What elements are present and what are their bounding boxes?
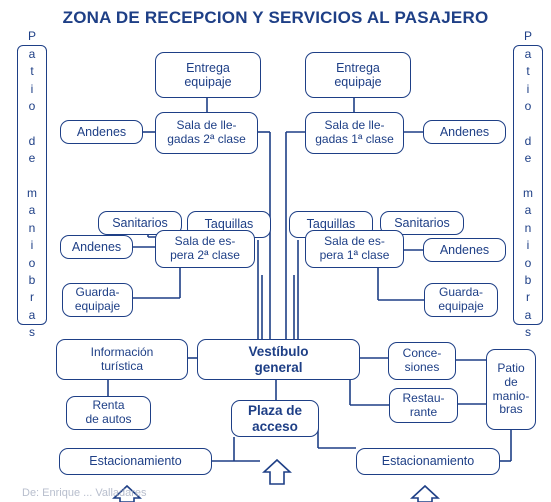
node-restaurante: Restau- rante [389, 388, 458, 423]
node-andenes-izq-2: Andenes [60, 235, 133, 259]
node-guarda-equipaje-izq: Guarda- equipaje [62, 283, 133, 317]
node-andenes-der-1: Andenes [423, 120, 506, 144]
side-label-left: P a t i o d e m a n i o b r a s [17, 29, 47, 339]
node-sanitarios-der: Sanitarios [380, 211, 464, 235]
node-renta-de-autos: Renta de autos [66, 396, 151, 430]
node-entrega-equipaje-der: Entrega equipaje [305, 52, 411, 98]
node-guarda-equipaje-der: Guarda- equipaje [424, 283, 498, 317]
node-sala-llegadas-2: Sala de lle- gadas 2ª clase [155, 112, 258, 154]
node-estacionamiento-izq: Estacionamiento [59, 448, 212, 475]
diagram-title: ZONA DE RECEPCION Y SERVICIOS AL PASAJER… [62, 8, 489, 27]
node-andenes-izq-1: Andenes [60, 120, 143, 144]
node-plaza-de-acceso: Plaza de acceso [231, 400, 319, 437]
node-sala-espera-1: Sala de es- pera 1ª clase [305, 230, 404, 268]
node-informacion-turistica: Información turística [56, 339, 188, 380]
side-label-right: P a t i o d e m a n i o b r a s [513, 29, 543, 339]
node-vestibulo-general: Vestíbulo general [197, 339, 360, 380]
entrance-arrow-icon [262, 458, 292, 486]
node-andenes-der-2: Andenes [423, 238, 506, 262]
node-patio-maniobras: Patio de manio- bras [486, 349, 536, 430]
side-label-right-text: P a t i o d e m a n i o b r a s [523, 29, 533, 340]
entrance-arrow-right-icon [410, 484, 440, 502]
source-caption: De: Enrique ... Valladares [22, 487, 147, 499]
node-sala-espera-2: Sala de es- pera 2ª clase [155, 230, 255, 268]
side-label-left-text: P a t i o d e m a n i o b r a s [27, 29, 37, 340]
node-concesiones: Conce- siones [388, 342, 456, 380]
entrance-arrow-left-icon [112, 484, 142, 502]
node-sala-llegadas-1: Sala de lle- gadas 1ª clase [305, 112, 404, 154]
node-estacionamiento-der: Estacionamiento [356, 448, 500, 475]
node-entrega-equipaje-izq: Entrega equipaje [155, 52, 261, 98]
